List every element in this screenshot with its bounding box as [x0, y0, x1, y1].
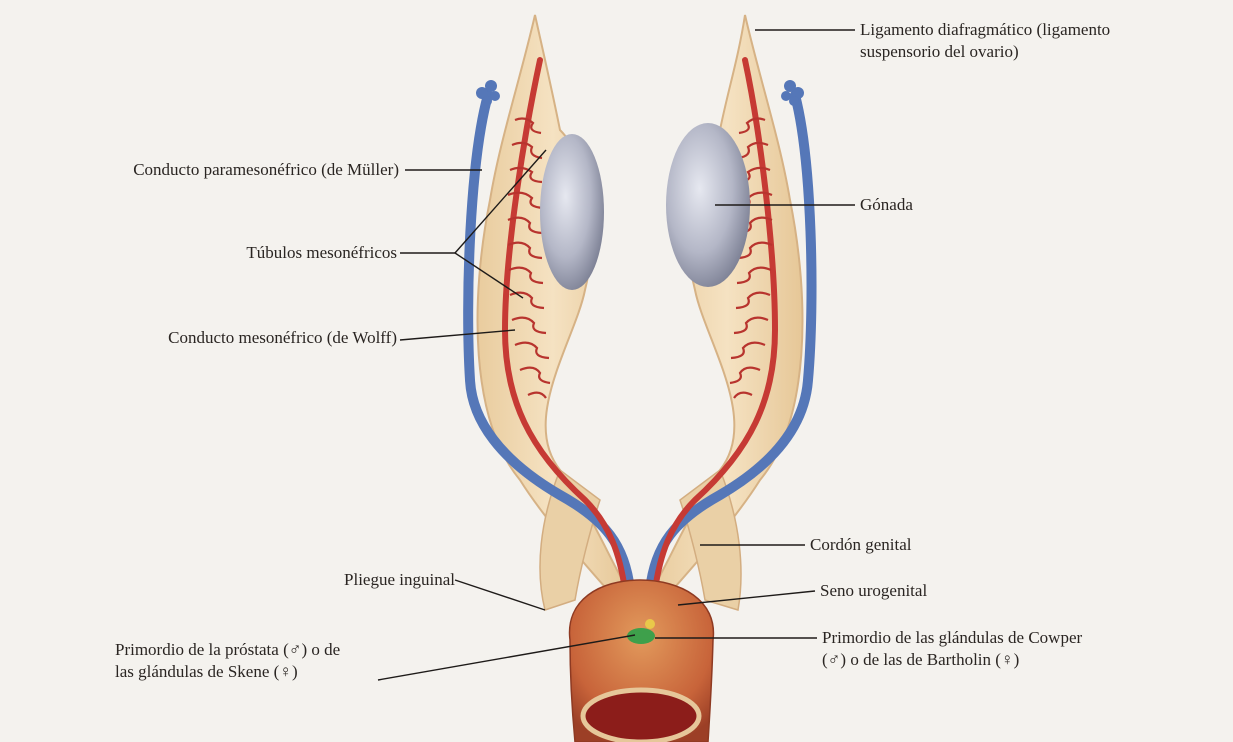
- label-prostata-line1: Primordio de la próstata (♂) o de: [115, 640, 340, 660]
- label-cowper-line1: Primordio de las glándulas de Cowper: [822, 628, 1082, 648]
- left-gonad: [540, 134, 604, 290]
- label-cordon: Cordón genital: [810, 535, 912, 555]
- label-paramesonefrico: Conducto paramesonéfrico (de Müller): [133, 160, 399, 180]
- label-tubulos: Túbulos mesonéfricos: [246, 243, 397, 263]
- label-ligamento-line1: Ligamento diafragmático (ligamento: [860, 20, 1110, 40]
- label-gonada: Gónada: [860, 195, 913, 215]
- label-seno: Seno urogenital: [820, 581, 927, 601]
- yellow-primordium: [645, 619, 655, 629]
- label-ligamento-line2: suspensorio del ovario): [860, 42, 1019, 62]
- label-mesonefrico: Conducto mesonéfrico (de Wolff): [168, 328, 397, 348]
- label-prostata-line2: las glándulas de Skene (♀): [115, 662, 298, 682]
- label-pliegue: Pliegue inguinal: [344, 570, 455, 590]
- sinus-opening: [583, 690, 699, 742]
- left-fimbria: [476, 80, 500, 106]
- label-cowper-line2: (♂) o de las de Bartholin (♀): [822, 650, 1019, 670]
